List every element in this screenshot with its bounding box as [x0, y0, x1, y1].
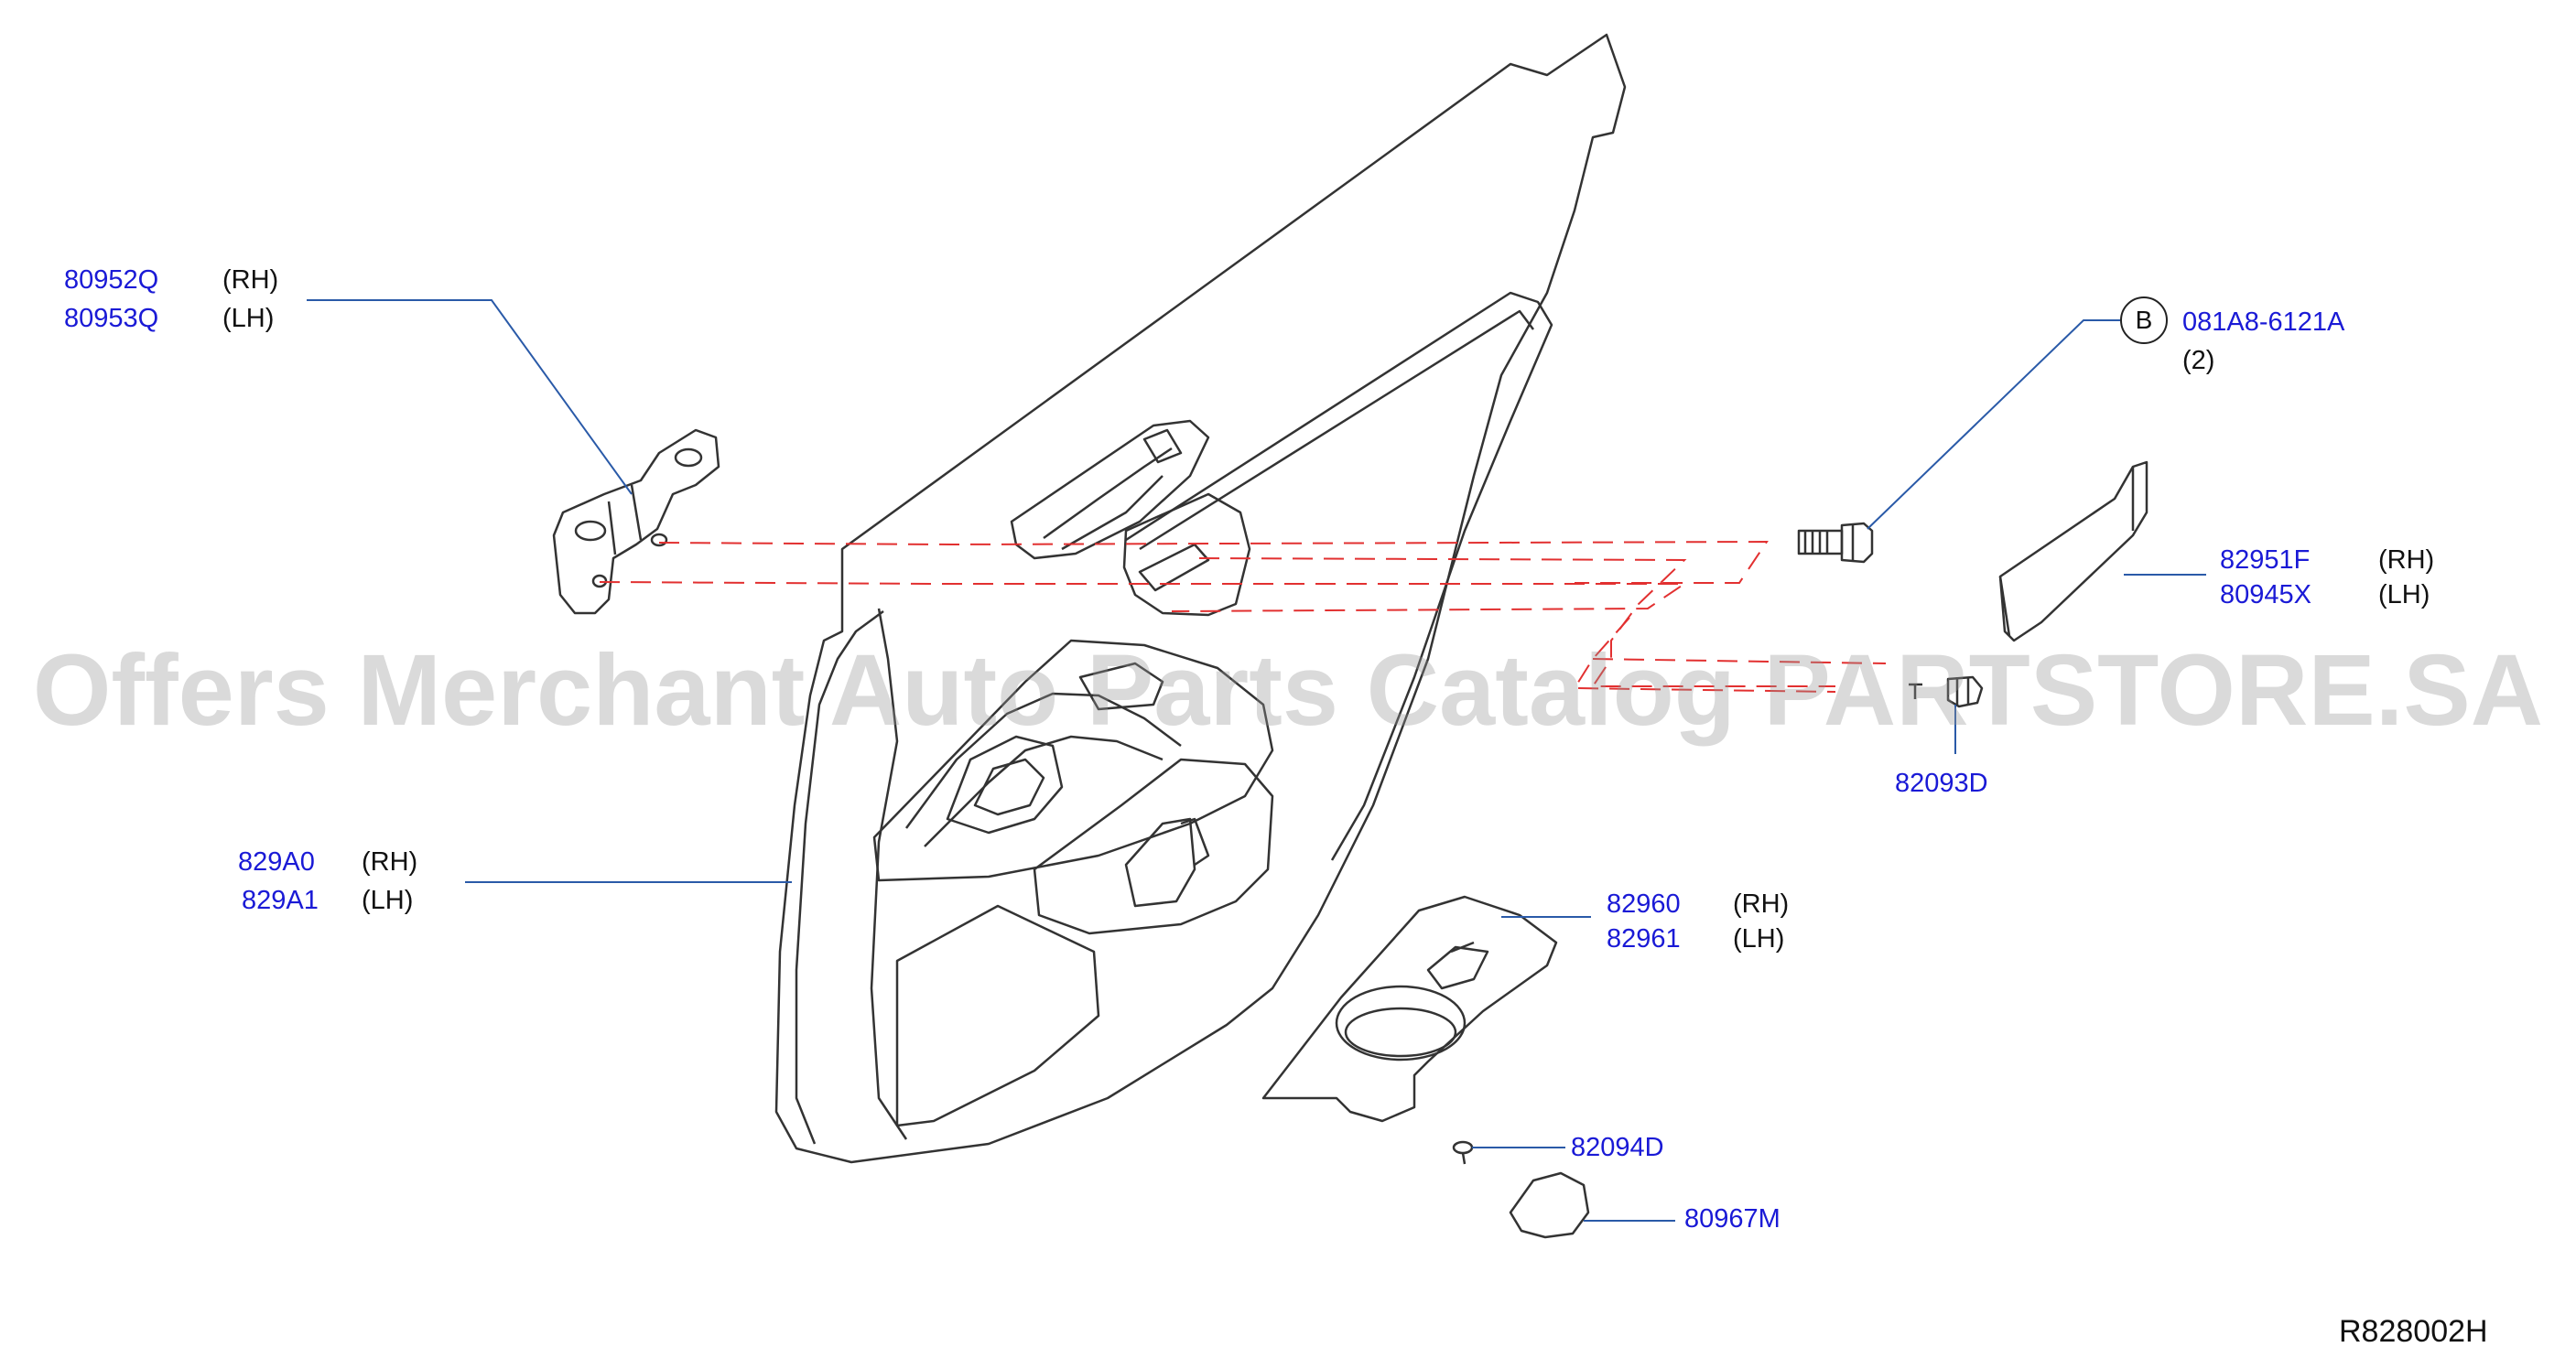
armrest-rh-side: (RH): [1733, 889, 1790, 919]
door-trim-lh-part-number[interactable]: 829A1: [242, 886, 319, 915]
armrest-tray: [872, 639, 1274, 882]
armrest-lh-part-number[interactable]: 82961: [1607, 924, 1681, 954]
clip-part-number[interactable]: 82093D: [1895, 769, 1988, 798]
armrest-switch-base: [1261, 895, 1558, 1123]
pull-cover-lh-part-number[interactable]: 80945X: [2220, 580, 2311, 609]
door-trim-insert: [1125, 291, 1553, 861]
bolt-quantity: (2): [2182, 346, 2215, 375]
door-pocket: [1033, 758, 1274, 935]
inner-handle: [1010, 419, 1210, 560]
leader-bolt: [1867, 319, 2120, 530]
bolt-b-circle: B: [2120, 296, 2168, 344]
screw: [1452, 1140, 1474, 1165]
bolt: [1797, 522, 1874, 564]
screw-part-number[interactable]: 82094D: [1571, 1133, 1664, 1162]
door-trim-rh-part-number[interactable]: 829A0: [238, 847, 315, 877]
bracket-lh-part-number[interactable]: 80953Q: [64, 304, 159, 333]
door-trim-panel: [774, 33, 1627, 1164]
pull-handle-cover: [1998, 460, 2148, 642]
bracket-rh-side: (RH): [222, 265, 279, 295]
armrest-rh-part-number[interactable]: 82960: [1607, 889, 1681, 919]
door-trim-lh-side: (LH): [362, 886, 414, 915]
clip: [1909, 675, 1984, 708]
diagram-reference: R828002H: [2339, 1314, 2488, 1349]
armrest-lh-side: (LH): [1733, 924, 1785, 954]
cap: [1509, 1171, 1590, 1239]
pull-cover-rh-side: (RH): [2378, 545, 2435, 575]
bolt-part-number[interactable]: 081A8-6121A: [2182, 307, 2345, 337]
bracket: [552, 428, 720, 615]
bracket-lh-side: (LH): [222, 304, 275, 333]
leader-bracket: [307, 299, 633, 495]
pull-cover-rh-part-number[interactable]: 82951F: [2220, 545, 2311, 575]
door-trim-rh-side: (RH): [362, 847, 418, 877]
pull-cover-lh-side: (LH): [2378, 580, 2430, 609]
bracket-rh-part-number[interactable]: 80952Q: [64, 265, 159, 295]
cap-part-number[interactable]: 80967M: [1684, 1204, 1780, 1234]
speaker-grille: [895, 904, 1100, 1127]
